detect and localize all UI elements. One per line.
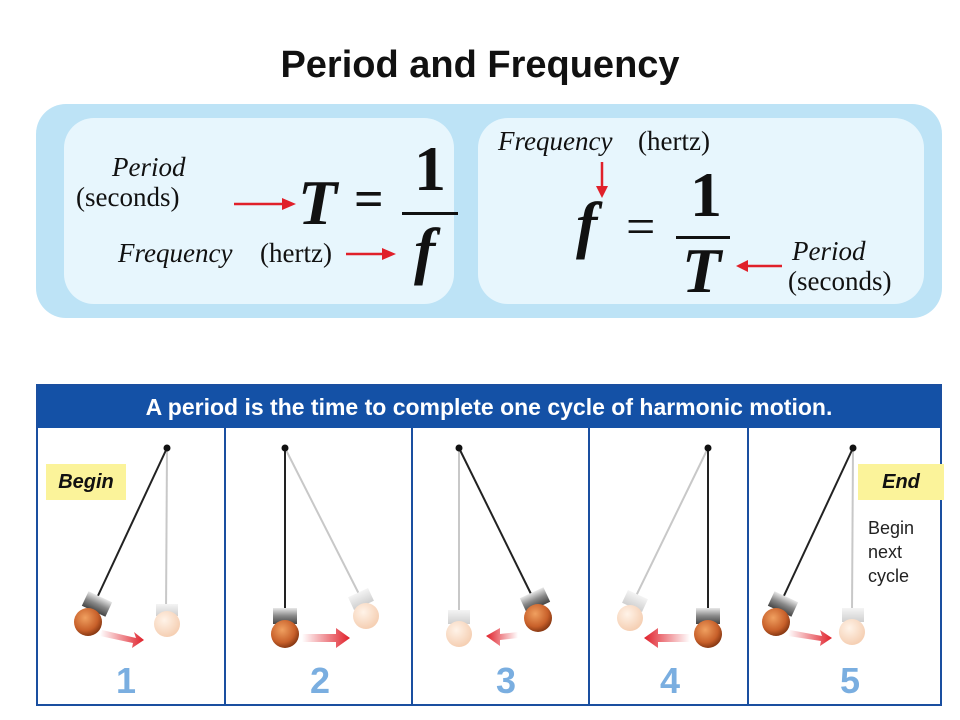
step-number-1: 1	[115, 660, 137, 701]
symbol-f: f	[576, 189, 598, 260]
note-line: cycle	[868, 566, 910, 586]
period-label: Period	[112, 152, 186, 182]
page-title: Period and Frequency	[280, 44, 680, 86]
pendulum-step-5	[762, 444, 865, 646]
red-arrow-icon	[234, 198, 296, 210]
period-label: Period	[792, 236, 866, 266]
pendulum-step-3	[446, 444, 552, 647]
equals-sign: =	[626, 199, 656, 256]
fraction-denominator: f	[414, 215, 436, 286]
red-arrow-down-icon	[596, 162, 608, 198]
fraction-bar	[676, 236, 730, 239]
red-arrow-icon	[346, 248, 396, 260]
pendulum-step-2	[271, 444, 379, 648]
step-number-4: 4	[659, 660, 681, 701]
divider	[747, 428, 749, 704]
fraction-numerator: 1	[414, 133, 446, 204]
divider	[588, 428, 590, 704]
frequency-label: Frequency	[118, 238, 233, 268]
pendulum-step-1	[74, 444, 180, 648]
note-line: Begin	[868, 518, 915, 538]
formula-box-frequency: Frequency (hertz) f = 1 T Period (second…	[478, 118, 924, 306]
end-label: End	[858, 464, 944, 500]
equals-sign: =	[354, 171, 384, 228]
period-unit: (seconds)	[76, 182, 180, 212]
step-number-3: 3	[495, 660, 517, 701]
note-line: next	[868, 542, 903, 562]
pendulum-step-4	[617, 444, 722, 648]
frequency-unit: (hertz)	[638, 126, 710, 156]
frequency-unit: (hertz)	[260, 238, 332, 268]
harmonic-motion-panel: A period is the time to complete one cyc…	[36, 384, 944, 706]
pendulum-illustration	[74, 444, 865, 648]
frequency-label: Frequency	[498, 126, 613, 156]
fraction-bar	[402, 212, 458, 215]
panel-header: A period is the time to complete one cyc…	[38, 386, 940, 428]
symbol-T: T	[298, 167, 338, 238]
red-arrow-left-icon	[736, 260, 782, 272]
fraction-denominator: T	[682, 235, 722, 306]
divider	[411, 428, 413, 704]
period-unit: (seconds)	[788, 266, 892, 296]
step-number-5: 5	[839, 660, 861, 701]
step-number-2: 2	[309, 660, 331, 701]
begin-next-cycle-note: Begin next cycle	[868, 516, 914, 588]
divider	[224, 428, 226, 704]
formula-band: Period (seconds) T = 1 f Frequency (hert…	[36, 104, 942, 318]
fraction-numerator: 1	[690, 159, 722, 230]
formula-box-period: Period (seconds) T = 1 f Frequency (hert…	[64, 118, 458, 304]
begin-label: Begin	[46, 464, 126, 500]
